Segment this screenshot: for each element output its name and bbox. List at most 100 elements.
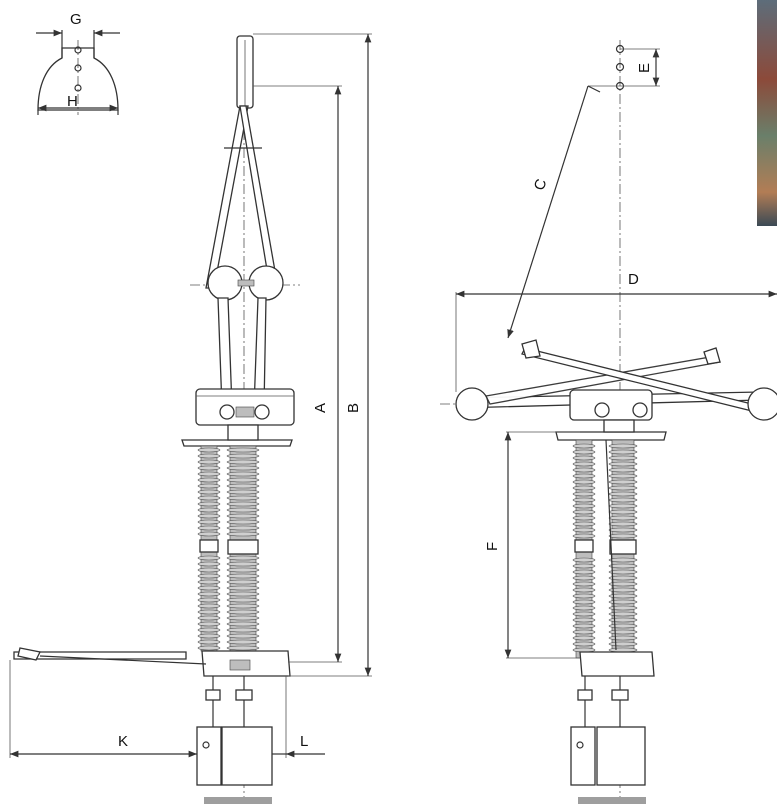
insulator-shed (572, 521, 596, 527)
insulator-shed (197, 579, 221, 585)
insulator-shed (572, 641, 596, 647)
insulator-shed (608, 455, 638, 461)
insulator-shed (572, 563, 596, 569)
insulator-shed (226, 525, 260, 531)
insulator-shed (608, 527, 638, 533)
insulator-shed (197, 555, 221, 561)
insulator-shed (197, 639, 221, 645)
insulator-shed (572, 497, 596, 503)
insulator-shed (197, 621, 221, 627)
insulator-shed (608, 491, 638, 497)
insulator-shed (226, 585, 260, 591)
insulator-shed (572, 581, 596, 587)
insulator-shed (572, 575, 596, 581)
insulator-shed (197, 501, 221, 507)
dim-label-a: A (312, 403, 329, 413)
insulator-shed (197, 585, 221, 591)
insulator-shed (197, 531, 221, 537)
insulator-shed (608, 623, 638, 629)
insulator-shed (572, 533, 596, 539)
insulator-shed (226, 603, 260, 609)
insulator-shed (572, 635, 596, 641)
photo-thumbnail-edge (757, 0, 777, 226)
insulator-shed (226, 483, 260, 489)
insulator-shed (608, 611, 638, 617)
dim-e (620, 48, 660, 87)
insulator-shed (197, 519, 221, 525)
insulator-shed (226, 477, 260, 483)
insulator-shed (572, 509, 596, 515)
insulator-shed (226, 555, 260, 561)
insulator-shed (197, 627, 221, 633)
insulator-shed (572, 467, 596, 473)
insulator-shed (608, 599, 638, 605)
insulator-shed (197, 573, 221, 579)
insulator-shed (197, 447, 221, 453)
insulator-shed (608, 587, 638, 593)
insulator-shed (608, 605, 638, 611)
insulator-shed (608, 575, 638, 581)
insulator-shed (197, 471, 221, 477)
insulator-shed (197, 465, 221, 471)
insulator-shed (608, 497, 638, 503)
insulator-shed (572, 503, 596, 509)
insulator-shed (226, 501, 260, 507)
insulator-shed (226, 495, 260, 501)
insulator-shed (572, 491, 596, 497)
insulator-shed (608, 449, 638, 455)
insulator-shed (226, 453, 260, 459)
dim-label-k: K (118, 733, 128, 750)
insulator-shed (572, 569, 596, 575)
insulator-shed (197, 483, 221, 489)
insulator-shed (226, 567, 260, 573)
insulator-shed (608, 641, 638, 647)
insulator-shed (197, 561, 221, 567)
insulator-shed (572, 593, 596, 599)
insulator-shed (197, 453, 221, 459)
insulator-shed (197, 615, 221, 621)
dim-k-l (9, 660, 325, 758)
insulator-shed (226, 591, 260, 597)
insulator-shed (197, 495, 221, 501)
insulator-shed (197, 603, 221, 609)
insulator-shed (226, 573, 260, 579)
insulator-shed (197, 597, 221, 603)
insulator-shed (226, 639, 260, 645)
insulator-shed (226, 627, 260, 633)
left-insulator-sheds (197, 447, 260, 651)
insulator-shed (572, 527, 596, 533)
dim-a-b (253, 33, 372, 677)
insulator-shed (572, 443, 596, 449)
dim-label-h: H (67, 93, 78, 110)
insulator-shed (572, 629, 596, 635)
insulator-shed (226, 513, 260, 519)
insulator-shed (608, 485, 638, 491)
insulator-shed (572, 617, 596, 623)
insulator-shed (608, 581, 638, 587)
insulator-shed (226, 645, 260, 651)
insulator-shed (572, 599, 596, 605)
insulator-shed (608, 557, 638, 563)
insulator-shed (608, 563, 638, 569)
insulator-shed (226, 579, 260, 585)
insulator-shed (226, 621, 260, 627)
insulator-shed (572, 623, 596, 629)
insulator-shed (608, 629, 638, 635)
dim-label-l: L (300, 733, 308, 750)
insulator-shed (572, 515, 596, 521)
insulator-shed (226, 459, 260, 465)
right-disconnector (440, 40, 777, 804)
insulator-shed (226, 531, 260, 537)
insulator-shed (226, 561, 260, 567)
insulator-shed (197, 459, 221, 465)
dim-label-f: F (484, 542, 501, 551)
insulator-shed (572, 611, 596, 617)
insulator-shed (226, 489, 260, 495)
insulator-shed (608, 503, 638, 509)
insulator-shed (608, 593, 638, 599)
dim-label-e: E (636, 63, 653, 73)
insulator-shed (572, 473, 596, 479)
detail-contact-view (36, 29, 120, 115)
insulator-shed (608, 569, 638, 575)
insulator-shed (572, 557, 596, 563)
